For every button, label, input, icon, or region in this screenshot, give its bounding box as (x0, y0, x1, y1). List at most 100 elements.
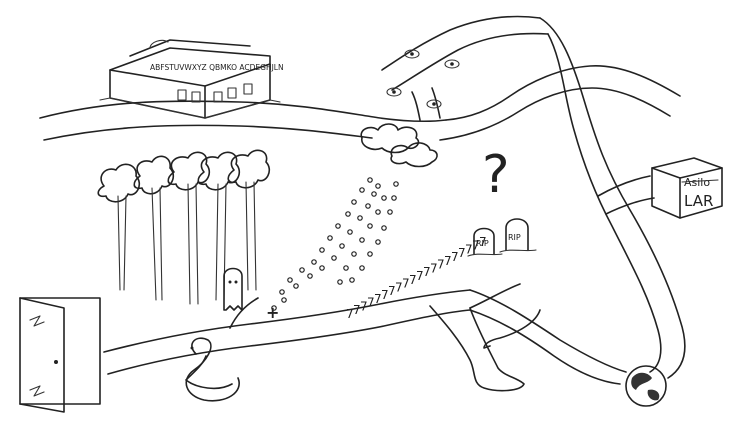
trail-dot (345, 211, 351, 217)
trees (97, 149, 271, 305)
seven-mark: 7 (416, 269, 424, 283)
seven-mark: 7 (479, 235, 487, 249)
road-center-top (445, 65, 681, 121)
trail-dot (347, 229, 353, 235)
seven-mark: 7 (381, 288, 389, 302)
graves: RIP RIP (467, 218, 537, 257)
grave-text: RIP (508, 233, 521, 242)
grave-icon: RIP (467, 227, 503, 257)
road-to-lar-edge (605, 197, 655, 215)
seven-mark: 7 (451, 250, 459, 264)
trail-dot (271, 305, 277, 311)
lar-sign-word: LAR (684, 192, 713, 210)
clouds (360, 123, 438, 168)
trail-dot (359, 237, 365, 243)
trail-dot (319, 265, 325, 271)
snake-icon (185, 337, 240, 402)
lar-sign-crossed: Asilo (684, 176, 710, 189)
road-center-top-edge (439, 87, 671, 141)
road-tree-branch (229, 297, 259, 329)
grave-text: RIP (476, 239, 489, 248)
eye-icon (426, 99, 442, 109)
tree-icon (97, 163, 141, 291)
road-to-globe (469, 289, 627, 373)
trail-dot (375, 183, 381, 189)
seven-mark: 7 (430, 261, 438, 275)
trail-dot (367, 223, 373, 229)
trail-dot (337, 279, 343, 285)
trail-dot (339, 243, 345, 249)
tree-icon (197, 151, 241, 301)
eye-icon (444, 59, 460, 69)
trail-dot (359, 187, 365, 193)
eye-icon (386, 87, 402, 97)
trail-dot (381, 195, 387, 201)
road-bottom-edge (107, 309, 471, 375)
school-letters: ABFSTUVWXYZ QBMKO ACDEGHJLN (150, 63, 284, 72)
tree-icon (227, 149, 271, 291)
roads (39, 15, 686, 385)
seven-mark: 7 (423, 265, 431, 279)
trail-dot (311, 259, 317, 265)
road-to-lar (597, 175, 651, 197)
trail-dot (331, 255, 337, 261)
trail-dot (393, 181, 399, 187)
seven-mark: 7 (465, 242, 473, 256)
trail-dot (327, 235, 333, 241)
road-crossing-v1 (411, 91, 421, 121)
seven-mark: 7 (395, 280, 403, 294)
seven-mark: 7 (409, 273, 417, 287)
road-bottom (103, 289, 471, 353)
seven-mark: 7 (367, 296, 375, 310)
road-right-down (539, 17, 686, 379)
seven-mark: 7 (472, 239, 480, 253)
road-upper-left-edge (43, 124, 373, 141)
school-building: ABFSTUVWXYZ QBMKO ACDEGHJLN (99, 39, 284, 119)
trail-dot (279, 289, 285, 295)
seven-mark: 7 (444, 254, 452, 268)
grave-icon: RIP (499, 218, 537, 253)
trail-dot (335, 223, 341, 229)
tree-icon (167, 151, 211, 305)
trail-dot (293, 283, 299, 289)
trail-dot (349, 277, 355, 283)
road-top-branch (381, 15, 541, 71)
seven-mark: 7 (388, 284, 396, 298)
seven-mark: 7 (458, 246, 466, 260)
trail-dot (351, 199, 357, 205)
cloud-icon (360, 123, 420, 154)
door-icon (19, 297, 101, 413)
trail-dot (319, 247, 325, 253)
trail-dot (367, 177, 373, 183)
trail-dot (375, 239, 381, 245)
road-top-branch-edge (391, 32, 549, 91)
trail-dot (343, 265, 349, 271)
trail-dot (287, 277, 293, 283)
ghost-icon (223, 267, 243, 311)
trail-dot (367, 251, 373, 257)
trail-dot (351, 251, 357, 257)
seven-mark: 7 (402, 277, 410, 291)
globe-icon (625, 365, 667, 407)
trail-dot (365, 203, 371, 209)
road-right-down-edge (547, 33, 662, 373)
trail-dot (371, 191, 377, 197)
seven-mark: 7 (353, 303, 361, 317)
seven-mark: 7 (346, 307, 354, 321)
trail-dot (381, 225, 387, 231)
eye-icon (404, 49, 420, 59)
road-crossing-v2 (431, 87, 441, 119)
trail-dot (281, 297, 287, 303)
seven-mark: 7 (360, 299, 368, 313)
trail-dot (307, 273, 313, 279)
lar-building: Asilo LAR (651, 157, 723, 219)
trail-dot (359, 265, 365, 271)
trail-dot (375, 209, 381, 215)
dotted-path (271, 177, 399, 311)
eyes (386, 49, 460, 109)
trail-dot (357, 215, 363, 221)
road-to-globe-edge (469, 309, 621, 385)
